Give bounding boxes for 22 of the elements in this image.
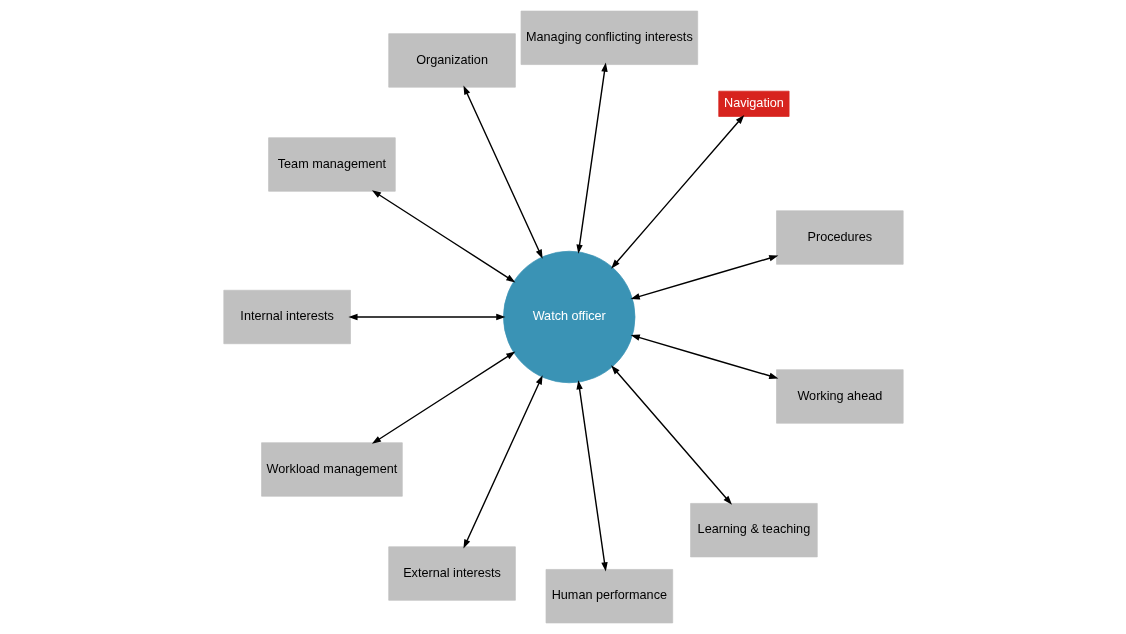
node-box: Working ahead <box>775 369 904 424</box>
arrow <box>575 62 608 254</box>
node-box: External interests <box>387 546 516 601</box>
arrow <box>610 365 732 505</box>
arrow <box>610 114 744 269</box>
arrow <box>462 375 543 549</box>
arrow <box>630 255 778 300</box>
node-box: Managing conflicting interests <box>520 10 698 65</box>
arrow <box>630 334 778 379</box>
node-box: Internal interests <box>222 289 351 345</box>
node-box: Team management <box>267 137 396 192</box>
arrow <box>347 313 505 321</box>
node-box: Navigation <box>717 90 789 117</box>
arrow <box>371 351 515 444</box>
node-box: Workload management <box>260 442 403 497</box>
arrow <box>462 85 543 259</box>
node-box: Human performance <box>545 569 673 624</box>
node-box: Learning & teaching <box>689 503 818 558</box>
arrow <box>575 380 608 572</box>
node-box: Organization <box>387 33 516 88</box>
arrow <box>371 190 515 283</box>
node-box: Procedures <box>775 210 904 265</box>
